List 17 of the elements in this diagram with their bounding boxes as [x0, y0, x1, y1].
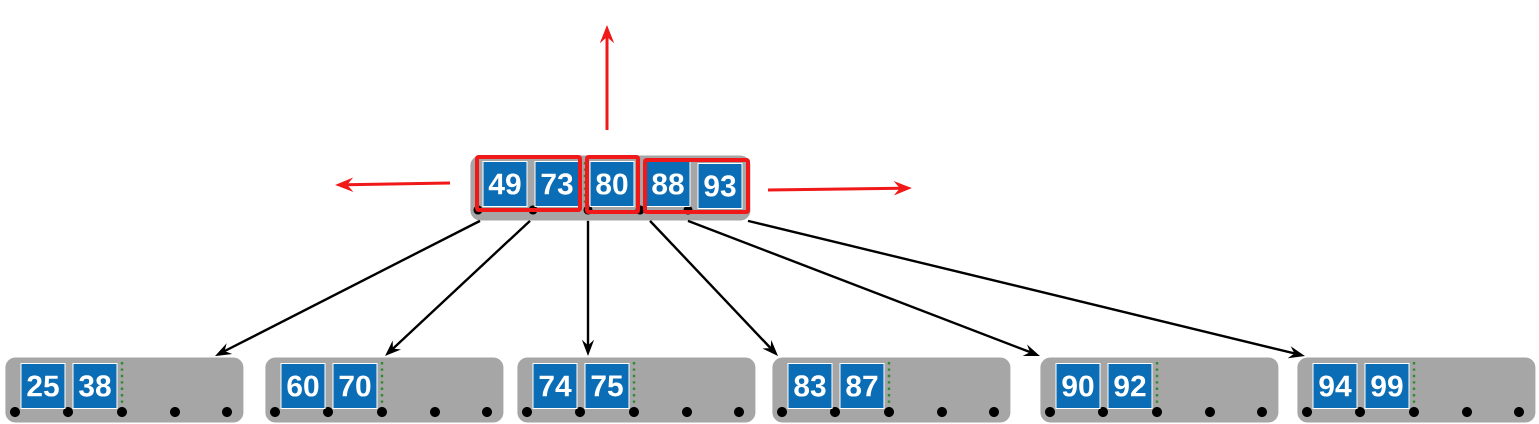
key-box: 73 — [534, 161, 580, 207]
key-box: 75 — [584, 363, 630, 409]
key-box: 70 — [332, 363, 378, 409]
key-box: 83 — [787, 363, 833, 409]
key-box: 74 — [532, 363, 578, 409]
key-box: 94 — [1312, 363, 1358, 409]
key-box: 88 — [645, 161, 691, 207]
key-box: 49 — [482, 161, 528, 207]
key-box: 25 — [20, 363, 66, 409]
key-box: 38 — [72, 363, 118, 409]
key-box: 60 — [280, 363, 326, 409]
key-box: 90 — [1055, 363, 1101, 409]
key-box: 92 — [1107, 363, 1153, 409]
key-box: 99 — [1364, 363, 1410, 409]
key-box: 93 — [697, 163, 743, 209]
key-box: 80 — [589, 161, 635, 207]
key-box: 87 — [839, 363, 885, 409]
